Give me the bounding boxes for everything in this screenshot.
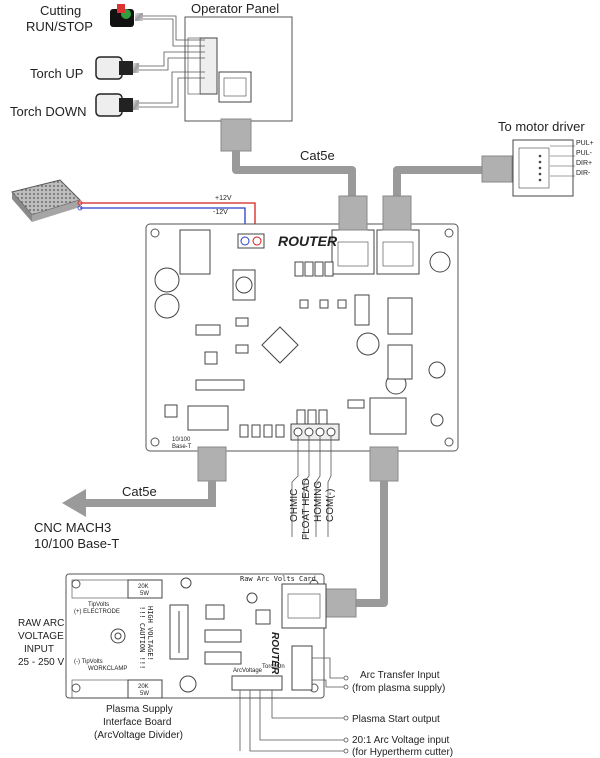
arc-transfer-label: Arc Transfer Input: [360, 670, 440, 681]
board-ethernet-jack: [376, 229, 420, 275]
motor-driver-connector: PUL+ PUL- DIR+ DIR-: [481, 139, 594, 197]
arc-transfer-sub-label: (from plasma supply): [352, 683, 445, 694]
resistor-value-label: 20K: [138, 584, 149, 590]
torch-down-button-icon: [95, 93, 139, 117]
driver-pin-label: PUL+: [576, 140, 594, 147]
board-ethernet-label: Base-T: [172, 444, 192, 450]
arcvoltage-label: ArcVoltage: [233, 668, 263, 674]
com-label: COM(-): [325, 489, 336, 522]
board-logo: ROUTER: [278, 233, 338, 249]
workclamp-tipvolts-label: (-) TipVolts: [74, 659, 103, 665]
raw-arc-line: INPUT: [24, 644, 54, 655]
tipvolts-label: TipVolts: [88, 602, 109, 608]
driver-pin-label: PUL-: [576, 150, 593, 157]
torchon-label: TorchOn: [262, 664, 285, 670]
psu-caption-line2: Interface Board: [103, 717, 171, 728]
psu-caption-line1: Plasma Supply: [106, 704, 173, 715]
cat5e-cable-cnc: [62, 446, 227, 517]
torch-down-label: Torch DOWN: [10, 104, 87, 119]
interface-output-wires: [239, 657, 344, 752]
raw-arc-line: VOLTAGE: [18, 631, 64, 642]
operator-panel: Operator Panel: [184, 1, 293, 152]
cat5e-cable-operator: [232, 150, 356, 200]
switch-wires: [139, 15, 205, 108]
cutting-label: Cutting: [40, 3, 81, 18]
run-stop-switch-icon: [110, 4, 143, 27]
interface-logo: ROUTER: [269, 632, 280, 675]
high-voltage-text: HIGH VOLTAGE!: [146, 606, 154, 661]
cat5e-top-label: Cat5e: [300, 148, 335, 163]
motor-driver-label: To motor driver: [498, 119, 585, 134]
operator-panel-title: Operator Panel: [191, 1, 279, 16]
plus-12v-label: +12V: [215, 195, 232, 202]
psu-caption-line3: (ArcVoltage Divider): [94, 730, 183, 741]
homing-label: HOMING: [313, 481, 324, 522]
raw-arc-line: RAW ARC: [18, 618, 64, 629]
raw-arc-line: 25 - 250 V: [18, 657, 64, 668]
plasma-start-label: Plasma Start output: [352, 714, 440, 725]
resistor-rating-label: 5W: [140, 691, 149, 697]
board-ethernet-jack: [331, 229, 375, 275]
interface-terminal-block: [231, 675, 283, 691]
cat5e-cable-plasma: [325, 446, 399, 618]
ohmic-label: OHMIC: [289, 489, 300, 522]
torch-up-label: Torch UP: [30, 66, 83, 81]
electrode-label: (+) ELECTRODE: [74, 609, 120, 615]
input-terminal-labels: OHMIC FLOAT HEAD HOMING COM(-): [289, 478, 336, 540]
plasma-interface-board: 20K 5W 20K 5W !!! CAUTION !!! HIGH VOLTA…: [65, 573, 327, 699]
board-ethernet-label: 10/100: [172, 437, 191, 443]
cnc-label-line1: CNC MACH3: [34, 520, 111, 535]
workclamp-label: WORKCLAMP: [88, 666, 127, 672]
card-title: Raw Arc Volts Card: [240, 575, 316, 583]
operator-ethernet-jack: [218, 71, 252, 103]
cnc-label-line2: 10/100 Base-T: [34, 536, 119, 551]
cat5e-cable-motor-driver: [393, 166, 485, 200]
caution-text: !!! CAUTION !!!: [138, 606, 146, 669]
driver-pin-label: DIR-: [576, 170, 591, 177]
resistor-value-label: 20K: [138, 684, 149, 690]
float-head-label: FLOAT HEAD: [301, 478, 312, 540]
interface-ethernet-jack: [281, 583, 327, 629]
resistor-rating-label: 5W: [140, 591, 149, 597]
arc-voltage-sub-label: (for Hypertherm cutter): [352, 747, 453, 758]
power-supply-icon: [11, 179, 81, 222]
cat5e-bottom-label: Cat5e: [122, 484, 157, 499]
minus-12v-label: -12V: [213, 209, 228, 216]
controller-board: ROUTER 10/100 Bas: [145, 195, 459, 452]
raw-arc-voltage-label: RAW ARC VOLTAGE INPUT 25 - 250 V: [18, 618, 64, 668]
input-wires: [291, 436, 332, 537]
driver-pin-label: DIR+: [576, 160, 592, 167]
arc-voltage-label: 20:1 Arc Voltage input: [352, 735, 450, 746]
run-stop-label: RUN/STOP: [26, 19, 93, 34]
torch-up-button-icon: [95, 56, 139, 80]
arc-transfer-terminal-block: [291, 645, 313, 691]
